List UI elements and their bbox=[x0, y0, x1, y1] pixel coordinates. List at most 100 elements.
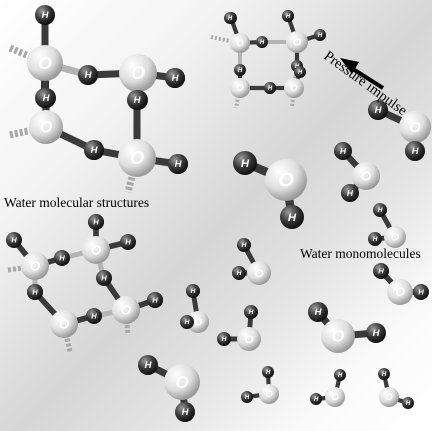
hydrogen-atom: H bbox=[264, 82, 276, 94]
hydrogen-symbol: H bbox=[134, 95, 142, 106]
hydrogen-sphere bbox=[334, 142, 352, 160]
hydrogen-atom: H bbox=[233, 151, 257, 175]
oxygen-sphere bbox=[112, 296, 140, 324]
hydrogen-sphere bbox=[310, 393, 322, 405]
hydrogen-symbol: H bbox=[191, 288, 196, 295]
oxygen-atom: O bbox=[265, 159, 307, 201]
hydrogen-symbol: H bbox=[338, 373, 343, 379]
oxygen-symbol: O bbox=[175, 373, 189, 392]
hydrogen-symbol: H bbox=[42, 10, 50, 21]
hydrogen-atom: H bbox=[282, 10, 294, 22]
oxygen-symbol: O bbox=[236, 38, 244, 49]
hydrogen-atom: H bbox=[402, 397, 414, 409]
oxygen-atom: O bbox=[21, 252, 49, 280]
oxygen-symbol: O bbox=[290, 83, 298, 94]
oxygen-sphere bbox=[187, 311, 209, 333]
oxygen-sphere bbox=[164, 364, 200, 400]
oxygen-symbol: O bbox=[130, 148, 144, 168]
oxygen-symbol: O bbox=[30, 258, 41, 273]
oxygen-sphere bbox=[29, 110, 63, 144]
hydrogen-sphere bbox=[36, 88, 56, 108]
hydrogen-atom: H bbox=[138, 355, 158, 375]
hydrogen-symbol: H bbox=[11, 236, 17, 245]
hydrogen-sphere bbox=[334, 369, 346, 381]
hydrogen-symbol: H bbox=[260, 40, 265, 46]
hydrogen-symbol: H bbox=[152, 296, 158, 305]
oxygen-atom: O bbox=[379, 387, 399, 407]
hydrogen-atom: H bbox=[294, 66, 306, 78]
hydrogen-symbol: H bbox=[286, 14, 291, 20]
hydrogen-sphere bbox=[341, 184, 359, 202]
hydrogen-sphere bbox=[27, 284, 43, 300]
hydrogen-atom: H bbox=[280, 205, 304, 229]
hydrogen-symbol: H bbox=[412, 146, 420, 157]
hydrogen-atom: H bbox=[366, 323, 386, 343]
oxygen-atom: O bbox=[237, 327, 261, 351]
hydrogen-atom: H bbox=[186, 284, 200, 298]
oxygen-sphere bbox=[352, 162, 380, 190]
hydrogen-sphere bbox=[6, 232, 22, 248]
hydrogen-sphere bbox=[175, 402, 195, 422]
oxygen-sphere bbox=[284, 78, 304, 98]
oxygen-symbol: O bbox=[391, 233, 399, 244]
oxygen-symbol: O bbox=[236, 83, 244, 94]
hydrogen-symbol: H bbox=[245, 395, 250, 401]
oxygen-atom: O bbox=[119, 54, 157, 92]
oxygen-atom: O bbox=[286, 31, 308, 53]
hydrogen-sphere bbox=[168, 154, 188, 174]
oxygen-sphere bbox=[259, 384, 279, 404]
hydrogen-sphere bbox=[84, 140, 104, 160]
hydrogen-atom: H bbox=[120, 234, 136, 250]
oxygen-atom: O bbox=[164, 364, 200, 400]
hydrogen-symbol: H bbox=[91, 145, 99, 156]
oxygen-symbol: O bbox=[361, 168, 372, 183]
oxygen-sphere bbox=[247, 261, 271, 285]
hydrogen-sphere bbox=[294, 66, 306, 78]
hydrogen-atom: H bbox=[234, 64, 246, 76]
oxygen-atom: O bbox=[118, 139, 156, 177]
hydrogen-atom: H bbox=[180, 315, 194, 329]
hydrogen-atom: H bbox=[405, 141, 425, 161]
hydrogen-atom: H bbox=[27, 284, 43, 300]
hydrogen-symbol: H bbox=[318, 33, 323, 39]
hydrogen-atom: H bbox=[368, 100, 388, 120]
oxygen-sphere bbox=[119, 54, 157, 92]
hydrogen-symbol: H bbox=[101, 274, 107, 283]
hydrogen-atom: H bbox=[413, 284, 429, 300]
hydrogen-atom: H bbox=[127, 90, 147, 110]
hydrogen-symbol: H bbox=[32, 288, 38, 297]
oxygen-symbol: O bbox=[293, 38, 301, 49]
hydrogen-sphere bbox=[180, 315, 194, 329]
pressure-arrow bbox=[340, 58, 385, 90]
hydrogen-symbol: H bbox=[406, 401, 411, 407]
hydrogen-sphere bbox=[264, 82, 276, 94]
hydrogen-symbol: H bbox=[315, 307, 323, 318]
hydrogen-atom: H bbox=[310, 393, 322, 405]
hydrogen-sphere bbox=[233, 151, 257, 175]
hydrogen-bond-dashed bbox=[234, 87, 242, 109]
hydrogen-sphere bbox=[147, 292, 163, 308]
hydrogen-sphere bbox=[413, 284, 429, 300]
hydrogen-atom: H bbox=[334, 142, 352, 160]
hydrogen-symbol: H bbox=[347, 188, 354, 198]
hydrogen-atom: H bbox=[6, 232, 22, 248]
hydrogen-atom: H bbox=[54, 250, 70, 266]
oxygen-sphere bbox=[286, 31, 308, 53]
oxygen-sphere bbox=[325, 387, 345, 407]
oxygen-atom: O bbox=[82, 236, 110, 264]
hydrogen-symbol: H bbox=[85, 70, 93, 81]
hydrogen-atom: H bbox=[341, 184, 359, 202]
oxygen-atom: O bbox=[247, 261, 271, 285]
hydrogen-sphere bbox=[54, 250, 70, 266]
hydrogen-symbol: H bbox=[238, 68, 243, 74]
hydrogen-sphere bbox=[378, 368, 390, 380]
hydrogen-symbol: H bbox=[172, 73, 180, 84]
oxygen-atom: O bbox=[321, 319, 355, 353]
hydrogen-symbol: H bbox=[382, 372, 387, 378]
oxygen-sphere bbox=[82, 236, 110, 264]
hydrogen-sphere bbox=[373, 203, 387, 217]
oxygen-symbol: O bbox=[385, 392, 393, 403]
oxygen-sphere bbox=[379, 387, 399, 407]
hydrogen-symbol: H bbox=[182, 407, 190, 418]
